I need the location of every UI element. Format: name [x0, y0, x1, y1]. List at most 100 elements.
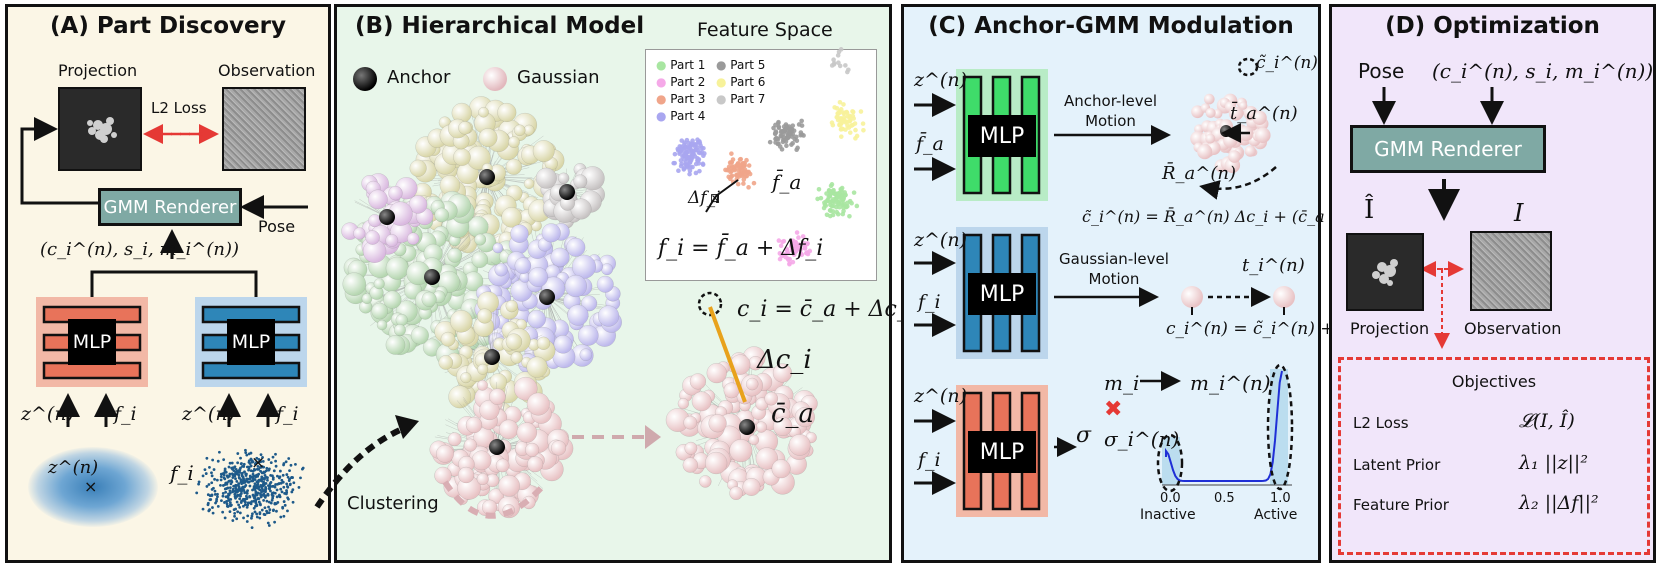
feature-point	[681, 167, 687, 172]
f-point	[250, 460, 254, 464]
feature-point	[836, 111, 841, 116]
gaussian-sphere	[436, 444, 454, 463]
f-point	[257, 468, 261, 471]
f-point	[230, 461, 234, 465]
anchor-sphere	[489, 439, 505, 455]
gaussian-sphere	[682, 457, 699, 473]
f-point	[219, 475, 223, 479]
gaussian-legend-icon	[483, 67, 507, 91]
f-point	[250, 475, 254, 479]
f-point	[227, 499, 231, 502]
f-point	[282, 500, 286, 503]
feature-point	[686, 145, 692, 150]
f-point	[281, 506, 285, 510]
f-point	[272, 469, 276, 473]
gaussian-sphere	[771, 459, 791, 479]
f-point	[219, 478, 223, 482]
feature-point	[841, 205, 846, 211]
gaussian-sphere	[447, 247, 463, 263]
f-cross-icon: ×	[251, 453, 266, 473]
feature-point	[796, 235, 801, 240]
feature-point	[689, 150, 694, 156]
feature-point	[692, 147, 698, 153]
gaussian-sphere	[532, 140, 555, 163]
feature-point	[680, 154, 685, 159]
f-point	[251, 512, 254, 516]
delta-f-arrow-2	[705, 195, 717, 213]
feature-point	[835, 202, 841, 207]
panel-part-discovery: (A) Part Discovery Projection Observatio…	[5, 4, 331, 563]
f-point	[204, 472, 208, 475]
c-in3-f: f_i	[918, 449, 941, 471]
f-point	[249, 458, 253, 461]
f-point	[243, 500, 247, 504]
f-point	[227, 474, 231, 478]
f-point	[213, 492, 217, 496]
f-point	[258, 460, 261, 464]
c-in1-z: z^(n)	[914, 69, 967, 91]
f-point	[273, 491, 277, 495]
feature-point	[679, 138, 685, 143]
f-point	[251, 472, 255, 476]
f-point	[263, 506, 267, 510]
feature-point	[844, 110, 850, 115]
panel-a-arrows	[20, 117, 308, 427]
f-point	[267, 505, 270, 509]
f-point	[224, 490, 228, 494]
gaussian-sphere	[478, 128, 498, 148]
feature-point	[852, 121, 858, 126]
f-point	[232, 508, 236, 512]
feature-point	[839, 201, 844, 206]
gaussian-sphere	[505, 158, 522, 175]
cbar-label: c̄_a	[771, 399, 815, 429]
f-point	[228, 510, 232, 514]
gaussian-sphere	[476, 473, 489, 486]
f-point	[224, 495, 228, 499]
f-point	[281, 473, 285, 477]
f-point	[244, 448, 247, 452]
feature-point	[847, 198, 853, 204]
part-legend-label: Part 1	[670, 58, 706, 72]
part-legend-label: Part 4	[670, 109, 706, 123]
part-legend-dot: ●	[656, 92, 671, 106]
projection-image-d	[1346, 233, 1424, 311]
f-point	[286, 509, 289, 513]
f-point	[229, 482, 233, 486]
feature-point	[823, 203, 829, 208]
feature-point	[687, 171, 692, 177]
feature-point	[799, 118, 804, 124]
anchor-cluster-sphere	[1254, 127, 1271, 144]
f-point	[278, 475, 282, 479]
mlp-opacity-label: MLP	[968, 431, 1036, 473]
anchor-cluster-sphere	[1197, 144, 1213, 160]
l2-loss-label: L2 Loss	[151, 99, 207, 117]
f-point	[207, 483, 211, 486]
feature-point	[695, 158, 701, 164]
f-point	[262, 512, 266, 516]
f-point	[245, 453, 249, 457]
f-point	[286, 475, 290, 479]
gaussian-sphere	[526, 392, 550, 416]
feature-point	[805, 241, 810, 246]
f-point	[225, 500, 228, 503]
f-point	[254, 461, 258, 465]
gaussian-sphere	[449, 309, 473, 333]
projection-label-d: Projection	[1350, 319, 1430, 338]
gaussian-sphere	[463, 438, 477, 452]
sigma-i-label: σ_i^(n)	[1104, 427, 1180, 451]
feature-point	[790, 123, 796, 128]
f-point	[227, 492, 230, 496]
gaussian-sphere	[514, 257, 532, 275]
panel-d-arrows	[1372, 87, 1504, 349]
f-point	[261, 489, 264, 493]
f-point	[235, 471, 239, 475]
c-tilde-label: c̃_i^(n)	[1256, 53, 1318, 73]
feature-point	[734, 173, 740, 178]
feature-point	[861, 127, 866, 133]
gaussian-sphere	[684, 441, 698, 455]
f-point	[291, 488, 295, 492]
f-point	[257, 458, 261, 461]
feature-point	[841, 117, 846, 123]
f-point	[265, 466, 269, 470]
feature-point	[672, 160, 678, 166]
